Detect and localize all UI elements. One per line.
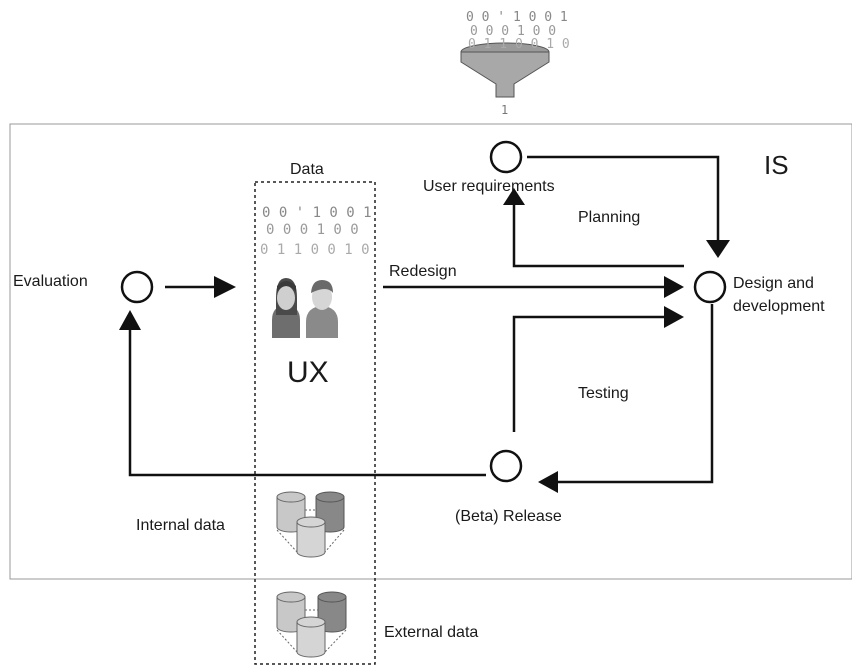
design-development-label-2: development (733, 298, 825, 315)
ux-binary-row3: 0 1 1 0 0 1 0 (260, 242, 370, 258)
node-user-requirements (489, 140, 523, 174)
is-label: IS (764, 150, 789, 180)
design-development-label-1: Design and (733, 275, 814, 292)
internal-data-label: Internal data (136, 517, 225, 534)
is-boundary (9, 123, 852, 580)
funnel-binary-row1: 0 0 ' 1 0 0 1 (466, 10, 568, 25)
ux-binary-row1: 0 0 ' 1 0 0 1 (262, 205, 372, 221)
users-icon (272, 278, 338, 338)
external-data-label: External data (384, 624, 479, 641)
funnel-output-digit: 1 (501, 103, 509, 117)
node-beta-release (489, 449, 523, 483)
user-requirements-label: User requirements (423, 178, 555, 195)
data-column-title: Data (290, 161, 324, 178)
internal-database-icon (276, 491, 345, 558)
arrow-testing (512, 315, 672, 432)
arrow-requirements-to-design (527, 155, 720, 248)
external-database-icon (276, 591, 347, 658)
evaluation-label: Evaluation (13, 273, 88, 290)
node-evaluation (120, 270, 154, 304)
arrow-design-to-release (550, 304, 714, 484)
ux-binary-row2: 0 0 0 1 0 0 (266, 222, 359, 238)
beta-release-label: (Beta) Release (455, 508, 562, 525)
planning-label: Planning (578, 209, 641, 226)
funnel-binary-row2: 0 0 0 1 0 0 (470, 24, 557, 39)
node-design-development (693, 270, 727, 304)
data-column-border (254, 181, 376, 665)
ux-label: UX (287, 356, 329, 389)
redesign-label: Redesign (389, 263, 457, 280)
funnel-binary-row3: 0 1 1 0 0 1 0 (468, 37, 570, 52)
testing-label: Testing (578, 385, 629, 402)
arrow-design-to-requirements (512, 193, 684, 268)
funnel-icon (460, 42, 550, 98)
arrow-release-to-evaluation (128, 320, 486, 477)
